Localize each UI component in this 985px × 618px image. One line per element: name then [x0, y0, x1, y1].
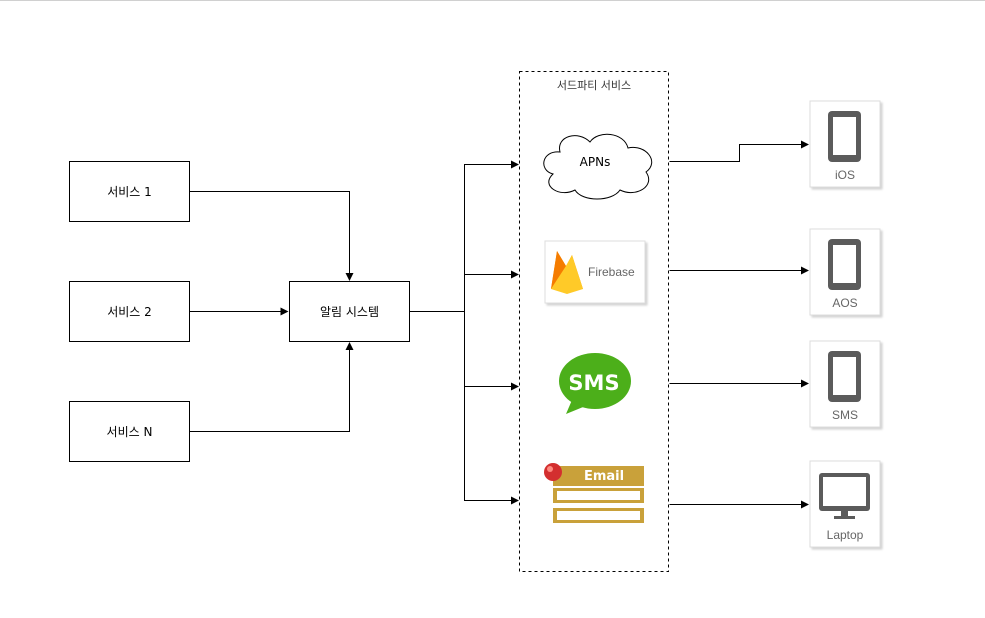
- device-card-ios[interactable]: iOS: [809, 100, 881, 188]
- monitor-icon: [819, 473, 870, 519]
- apns-label: APNs: [580, 155, 611, 169]
- alarm-system-label: 알림 시스템: [320, 305, 379, 319]
- device-label: AOS: [832, 296, 857, 310]
- phone-icon: [828, 351, 861, 402]
- phone-icon: [828, 239, 861, 290]
- connector-alarm-sms: [464, 311, 519, 391]
- sms-bubble-icon[interactable]: SMS: [559, 353, 631, 414]
- alarm-system-box[interactable]: 알림 시스템: [289, 281, 410, 342]
- service-label: 서비스 N: [107, 425, 153, 439]
- service-box-2[interactable]: 서비스 2: [69, 281, 190, 342]
- connector-alarm-email: [464, 386, 519, 505]
- apns-cloud[interactable]: APNs: [543, 133, 653, 200]
- third-party-group: 서드파티 서비스: [519, 71, 669, 572]
- device-label: iOS: [835, 168, 855, 182]
- connector-servicen-alarm: [189, 342, 354, 432]
- device-card-sms[interactable]: SMS: [809, 340, 881, 428]
- sms-bubble-label: SMS: [568, 371, 619, 395]
- email-record-dot: [544, 463, 562, 481]
- service-label: 서비스 2: [107, 305, 152, 319]
- service-box-1[interactable]: 서비스 1: [69, 161, 190, 222]
- email-label: Email: [584, 469, 624, 484]
- email-icon[interactable]: Email: [544, 463, 644, 523]
- phone-icon: [828, 111, 861, 162]
- connector-apns-ios: [669, 140, 809, 162]
- service-label: 서비스 1: [107, 185, 152, 199]
- firebase-label: Firebase: [588, 265, 635, 279]
- third-party-title: 서드파티 서비스: [557, 79, 631, 92]
- device-card-aos[interactable]: AOS: [809, 228, 881, 316]
- device-card-laptop[interactable]: Laptop: [809, 460, 881, 548]
- device-label: SMS: [832, 408, 858, 422]
- firebase-icon: [551, 251, 583, 294]
- firebase-card[interactable]: Firebase: [544, 240, 646, 304]
- connector-alarm-apns: [409, 160, 519, 312]
- service-box-n[interactable]: 서비스 N: [69, 401, 190, 462]
- connector-service1-alarm: [189, 191, 354, 281]
- device-label: Laptop: [827, 528, 864, 542]
